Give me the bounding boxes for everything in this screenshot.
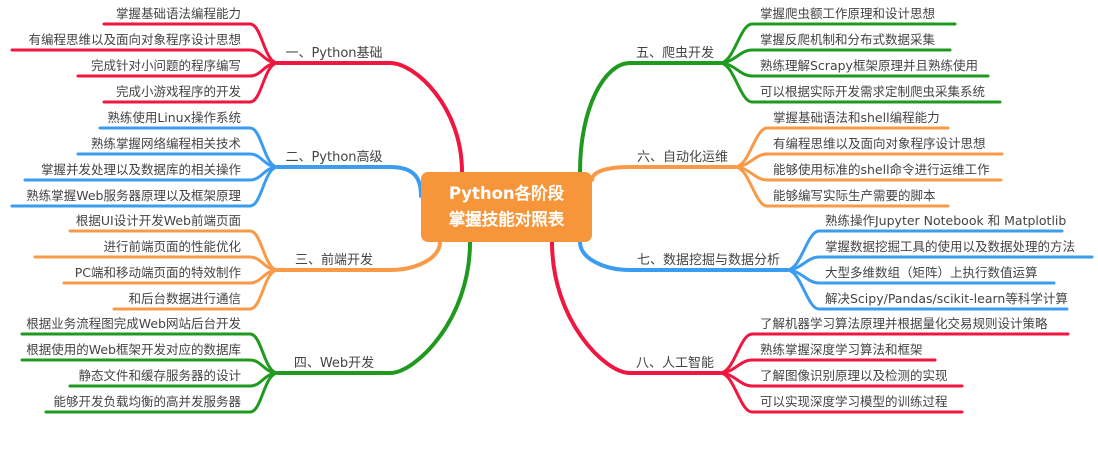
central-topic-line2: 掌握技能对照表 <box>448 210 565 229</box>
leaf-topic[interactable]: 掌握数据挖掘工具的使用以及数据处理的方法 <box>825 239 1075 254</box>
leaf-topic[interactable]: 熟练掌握深度学习算法和框架 <box>760 342 923 357</box>
branch-label[interactable]: 二、Python高级 <box>285 149 382 165</box>
branch-connector <box>578 240 789 272</box>
leaf-topic[interactable]: 能够编写实际生产需要的脚本 <box>773 188 936 203</box>
leaf-topic[interactable]: 掌握基础语法和shell编程能力 <box>773 110 940 125</box>
leaf-topic[interactable]: 熟练操作Jupyter Notebook 和 Matplotlib <box>825 213 1066 228</box>
leaf-topic[interactable]: 根据使用的Web框架开发对应的数据库 <box>26 342 241 357</box>
branch-label[interactable]: 八、人工智能 <box>636 356 714 371</box>
branch-connector <box>276 61 464 174</box>
leaf-connector <box>44 371 280 414</box>
leaf-topic[interactable]: 进行前端页面的性能优化 <box>103 239 241 254</box>
branch-label[interactable]: 六、自动化运维 <box>637 150 728 165</box>
leaf-connector <box>718 371 964 414</box>
leaf-topic[interactable]: 掌握反爬机制和分布式数据采集 <box>760 32 936 47</box>
leaf-connector <box>733 165 950 208</box>
leaf-connector <box>102 61 280 104</box>
branch-label[interactable]: 四、Web开发 <box>294 355 374 371</box>
central-topic-line1: Python各阶段 <box>448 184 565 203</box>
leaf-topic[interactable]: 掌握爬虫额工作原理和设计思想 <box>760 6 935 21</box>
leaf-topic[interactable]: 熟练掌握网络编程相关技术 <box>91 136 242 151</box>
leaf-topic[interactable]: 熟练掌握Web服务器原理以及框架原理 <box>26 188 241 203</box>
leaf-topic[interactable]: 可以实现深度学习模型的训练过程 <box>760 394 948 409</box>
leaf-topic[interactable]: 能够使用标准的shell命令进行运维工作 <box>773 162 990 177</box>
branch-label[interactable]: 一、Python基础 <box>285 46 382 61</box>
leaf-connector <box>10 165 280 208</box>
leaf-topic[interactable]: 掌握基础语法编程能力 <box>116 6 241 21</box>
leaf-topic[interactable]: 掌握并发处理以及数据库的相关操作 <box>41 162 242 177</box>
branch-label[interactable]: 三、前端开发 <box>295 252 373 268</box>
leaf-connector <box>718 61 1002 104</box>
leaf-connector <box>112 268 280 311</box>
leaf-topic[interactable]: 根据业务流程图完成Web网站后台开发 <box>26 316 241 331</box>
branch-connector <box>590 165 737 182</box>
leaf-topic[interactable]: 能够开发负载均衡的高并发服务器 <box>53 394 241 409</box>
leaf-topic[interactable]: 根据UI设计开发Web前端页面 <box>76 213 241 228</box>
leaf-topic[interactable]: 有编程思维以及面向对象程序设计思想 <box>28 32 241 47</box>
central-topic[interactable]: Python各阶段 掌握技能对照表 <box>421 172 592 242</box>
leaf-topic[interactable]: 了解图像识别原理以及检测的实现 <box>760 368 948 383</box>
leaf-topic[interactable]: 解决Scipy/Pandas/scikit-learn等科学计算 <box>825 291 1068 306</box>
branch-label[interactable]: 七、数据挖掘与数据分析 <box>637 253 780 268</box>
leaf-topic[interactable]: 大型多维数组（矩阵）上执行数值运算 <box>825 265 1038 280</box>
leaf-topic[interactable]: 了解机器学习算法原理并根据量化交易规则设计策略 <box>760 316 1048 331</box>
branch-connector <box>550 240 722 375</box>
leaf-topic[interactable]: 熟练使用Linux操作系统 <box>107 110 241 125</box>
branch-connector <box>276 240 472 375</box>
leaf-topic[interactable]: 静态文件和缓存服务器的设计 <box>78 368 241 383</box>
leaf-topic[interactable]: 完成针对小问题的程序编写 <box>91 58 241 73</box>
leaf-topic[interactable]: 有编程思维以及面向对象程序设计思想 <box>773 136 986 151</box>
leaf-topic[interactable]: 可以根据实际开发需求定制爬虫采集系统 <box>760 84 985 99</box>
branch-connector <box>276 240 442 272</box>
leaf-topic[interactable]: 完成小游戏程序的开发 <box>116 84 242 99</box>
branch-label[interactable]: 五、爬虫开发 <box>636 45 714 61</box>
branch-connector <box>578 61 722 174</box>
leaf-topic[interactable]: PC端和移动端页面的特效制作 <box>75 265 242 280</box>
leaf-topic[interactable]: 和后台数据进行通信 <box>128 291 241 306</box>
leaf-topic[interactable]: 熟练理解Scrapy框架原理并且熟练使用 <box>760 58 978 73</box>
leaf-connector <box>785 268 1069 311</box>
branch-connector <box>276 165 423 198</box>
